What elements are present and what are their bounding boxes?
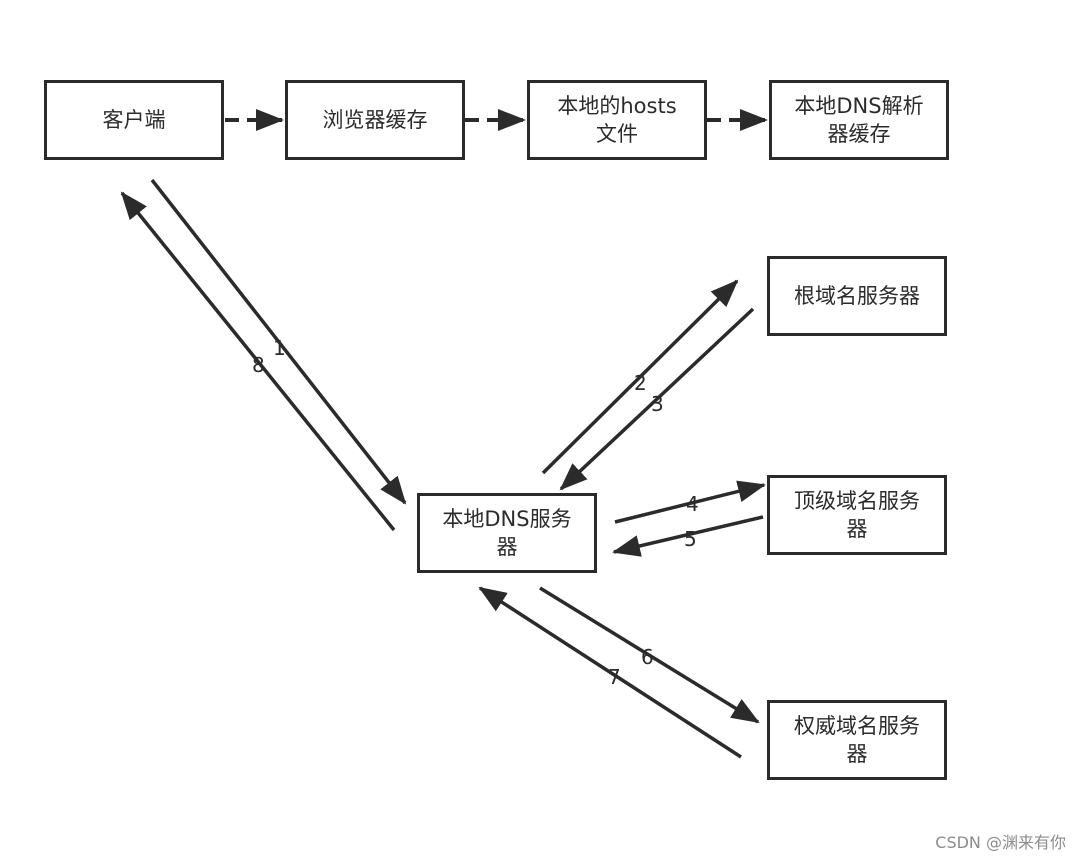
local-dns-server-box: 本地DNS服务器 [417,493,597,573]
step-label-7: 7 [608,665,621,689]
root-server-box: 根域名服务器 [767,256,947,336]
local-resolver-cache-box: 本地DNS解析器缓存 [769,80,949,160]
step-label-4: 4 [686,492,699,516]
authoritative-server-box: 权威域名服务器 [767,700,947,780]
client-box: 客户端 [44,80,224,160]
local-resolver-cache-label: 本地DNS解析器缓存 [794,94,924,146]
step-label-6: 6 [641,645,654,669]
tld-server-label: 顶级域名服务器 [794,489,920,541]
step-label-3: 3 [651,392,664,416]
arrow-step-6 [539,586,760,724]
step-label-5: 5 [684,527,697,551]
browser-cache-box: 浏览器缓存 [285,80,465,160]
arrow-step-4 [614,480,766,524]
arrow-step-3 [559,307,755,491]
arrow-step-5 [612,515,764,557]
root-server-label: 根域名服务器 [794,284,920,308]
step-label-1: 1 [273,336,286,360]
watermark-text: CSDN @渊来有你 [935,833,1066,852]
hosts-file-box: 本地的hosts文件 [527,80,707,160]
arrow-step-7 [478,586,742,759]
local-dns-server-label: 本地DNS服务器 [442,507,572,559]
authoritative-server-label: 权威域名服务器 [794,714,920,766]
arrow-step-8 [120,191,396,532]
step-label-2: 2 [634,371,647,395]
arrow-step-2 [541,279,739,475]
tld-server-box: 顶级域名服务器 [767,475,947,555]
step-label-8: 8 [252,353,265,377]
browser-cache-label: 浏览器缓存 [322,108,428,132]
arrow-step-1 [150,178,407,505]
hosts-file-label: 本地的hosts文件 [557,94,677,146]
client-label: 客户端 [102,108,166,132]
